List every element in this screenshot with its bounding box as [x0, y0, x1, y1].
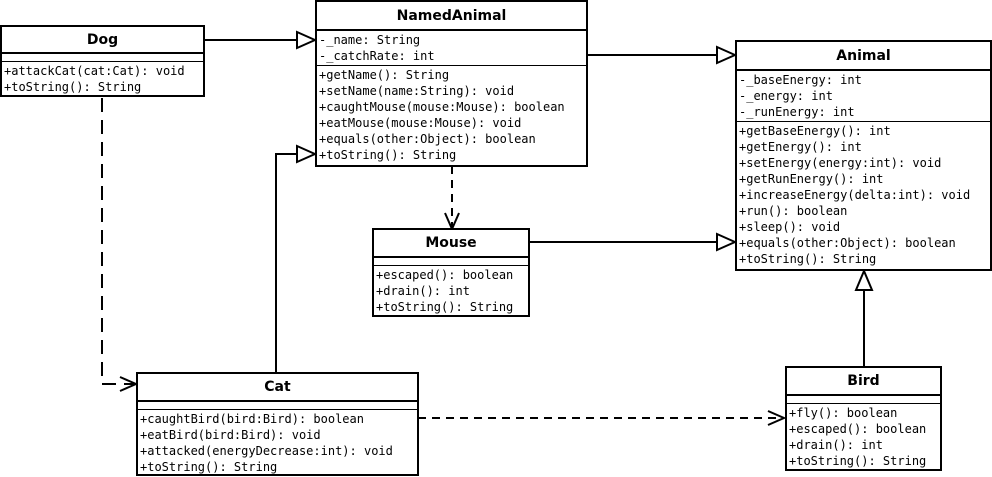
generalization-arrow-icon	[716, 232, 738, 252]
method: +drain(): int	[376, 284, 470, 298]
attributes-section: -_name: String -_catchRate: int	[317, 31, 586, 66]
class-name: Mouse	[374, 230, 528, 258]
class-cat[interactable]: Cat +caughtBird(bird:Bird): boolean +eat…	[136, 372, 419, 476]
class-name: Dog	[2, 27, 203, 54]
methods-section: +caughtBird(bird:Bird): boolean +eatBird…	[138, 410, 417, 474]
edge-dog-cat	[101, 98, 134, 385]
attributes-section	[374, 258, 528, 266]
attribute: -_energy: int	[739, 89, 833, 103]
class-name: Cat	[138, 374, 417, 402]
generalization-arrow-icon	[296, 30, 318, 50]
method: +escaped(): boolean	[789, 422, 927, 436]
attributes-section	[2, 54, 203, 62]
class-mouse[interactable]: Mouse +escaped(): boolean +drain(): int …	[372, 228, 530, 317]
attributes-section	[138, 402, 417, 410]
method: +setName(name:String): void	[319, 84, 515, 98]
attribute: -_runEnergy: int	[739, 105, 855, 119]
method: +fly(): boolean	[789, 406, 898, 420]
method: +getRunEnergy(): int	[739, 172, 884, 186]
method: +sleep(): void	[739, 220, 841, 234]
method: +getName(): String	[319, 68, 450, 82]
generalization-arrow-icon	[296, 144, 318, 164]
attributes-section	[787, 396, 940, 404]
attributes-section: -_baseEnergy: int -_energy: int -_runEne…	[737, 71, 990, 122]
method: +toString(): String	[4, 80, 142, 94]
methods-section: +escaped(): boolean +drain(): int +toStr…	[374, 266, 528, 315]
method: +toString(): String	[739, 252, 877, 266]
edge-cat-namedanimal	[275, 153, 297, 373]
method: +toString(): String	[140, 460, 278, 474]
attribute: -_catchRate: int	[319, 49, 435, 63]
class-animal[interactable]: Animal -_baseEnergy: int -_energy: int -…	[735, 40, 992, 271]
method: +equals(other:Object): boolean	[739, 236, 956, 250]
method: +setEnergy(energy:int): void	[739, 156, 942, 170]
dependency-arrow-icon	[767, 410, 787, 426]
method: +caughtMouse(mouse:Mouse): boolean	[319, 100, 565, 114]
method: +attackCat(cat:Cat): void	[4, 64, 185, 78]
class-dog[interactable]: Dog +attackCat(cat:Cat): void +toString(…	[0, 25, 205, 97]
method: +getEnergy(): int	[739, 140, 862, 154]
method: +eatMouse(mouse:Mouse): void	[319, 116, 522, 130]
methods-section: +fly(): boolean +escaped(): boolean +dra…	[787, 404, 940, 469]
attribute: -_baseEnergy: int	[739, 73, 862, 87]
method: +toString(): String	[319, 148, 457, 162]
class-namedanimal[interactable]: NamedAnimal -_name: String -_catchRate: …	[315, 0, 588, 167]
class-name: Bird	[787, 368, 940, 396]
method: +escaped(): boolean	[376, 268, 514, 282]
method: +eatBird(bird:Bird): void	[140, 428, 321, 442]
method: +caughtBird(bird:Bird): boolean	[140, 412, 364, 426]
method: +toString(): String	[376, 300, 514, 314]
method: +run(): boolean	[739, 204, 848, 218]
method: +increaseEnergy(delta:int): void	[739, 188, 971, 202]
methods-section: +getBaseEnergy(): int +getEnergy(): int …	[737, 122, 990, 268]
method: +equals(other:Object): boolean	[319, 132, 536, 146]
generalization-arrow-icon	[716, 45, 738, 65]
method: +drain(): int	[789, 438, 883, 452]
attribute: -_name: String	[319, 33, 421, 47]
method: +toString(): String	[789, 454, 927, 468]
methods-section: +attackCat(cat:Cat): void +toString(): S…	[2, 62, 203, 95]
method: +attacked(energyDecrease:int): void	[140, 444, 393, 458]
method: +getBaseEnergy(): int	[739, 124, 891, 138]
generalization-arrow-icon	[854, 268, 874, 291]
class-name: NamedAnimal	[317, 2, 586, 31]
class-bird[interactable]: Bird +fly(): boolean +escaped(): boolean…	[785, 366, 942, 471]
methods-section: +getName(): String +setName(name:String)…	[317, 66, 586, 164]
class-name: Animal	[737, 42, 990, 71]
